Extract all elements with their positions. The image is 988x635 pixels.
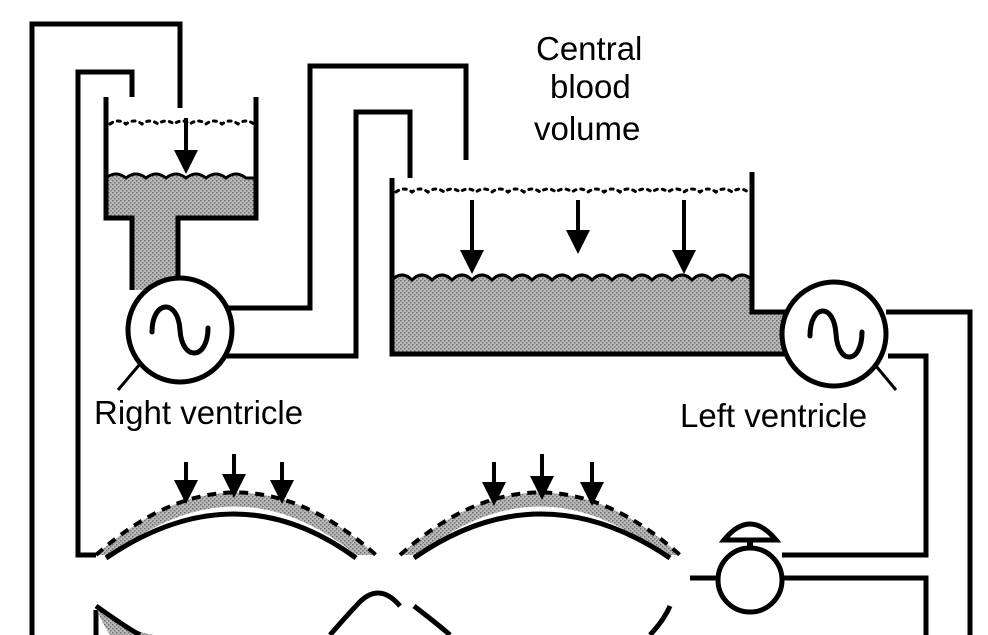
venous-blood-surface bbox=[105, 172, 256, 180]
central-label-line2: blood bbox=[550, 68, 631, 105]
sine-wave-icon bbox=[149, 304, 211, 356]
central-label-line3: volume bbox=[534, 110, 640, 147]
left-ventricle-pump bbox=[779, 279, 898, 391]
sine-wave-icon bbox=[807, 308, 865, 360]
right-ventricle-label: Right ventricle bbox=[94, 394, 303, 431]
left-ventricle-label: Left ventricle bbox=[680, 397, 867, 434]
venous-previous-level bbox=[108, 119, 256, 126]
central-blood-surface bbox=[390, 273, 754, 283]
peripheral-compartment-right bbox=[354, 454, 682, 635]
venous-reservoir bbox=[103, 97, 259, 290]
central-reservoir bbox=[389, 172, 790, 357]
central-previous-level bbox=[394, 187, 750, 194]
valve-icon bbox=[715, 521, 785, 615]
central-label-line1: Central bbox=[536, 30, 642, 67]
circulation-pipes bbox=[29, 21, 973, 635]
right-ventricle-pump bbox=[116, 275, 235, 391]
peripheral-compartment-left bbox=[94, 454, 378, 635]
